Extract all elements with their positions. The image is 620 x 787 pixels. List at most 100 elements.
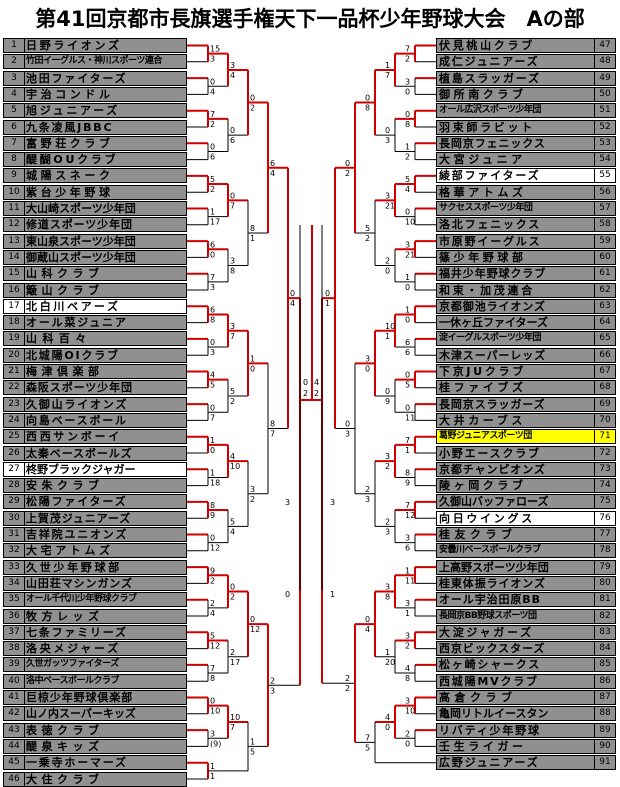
score-label: 3 (330, 498, 335, 507)
score-label: 0 (405, 87, 410, 96)
team-number: 19 (4, 332, 25, 346)
score-label: 11 (405, 413, 415, 422)
team-name: 壬生ライガー (439, 739, 527, 753)
team-number: 51 (594, 104, 615, 118)
score-label: 0 (230, 191, 235, 200)
score-label: 3 (365, 354, 370, 363)
team-name: 洛北フェニックス (439, 218, 542, 232)
score-label: 6 (270, 159, 275, 168)
score-label: 3 (285, 498, 290, 507)
score-label: 9 (385, 397, 390, 406)
score-label: 9 (405, 478, 410, 487)
team-name: 桂東体振ライオンズ (439, 576, 546, 590)
team-name: 大宅アトムズ (26, 544, 114, 558)
score-label: 8 (250, 224, 255, 233)
team-name: 日野ライオンズ (26, 39, 122, 52)
score-label: 2 (405, 152, 410, 161)
team-number: 13 (4, 234, 25, 248)
score-label: 0 (365, 615, 370, 624)
score-label: 2 (210, 120, 215, 129)
score-label: 3 (405, 77, 410, 86)
team-name: 洛中ベースボールクラブ (26, 675, 120, 686)
score-label: 12 (250, 625, 260, 634)
team-number: 21 (4, 365, 25, 378)
score-label: 0 (405, 208, 410, 217)
score-label: 4 (230, 452, 235, 461)
score-label: 3 (365, 495, 370, 504)
team-number: 91 (594, 756, 615, 770)
team-name: 北城陽OIクラブ (26, 348, 120, 362)
team-name: 市原野イーグルス (439, 234, 542, 248)
team-name: 梅津倶楽部 (26, 365, 104, 378)
score-label: 3 (385, 136, 390, 145)
team-name: 淀イーグルスポーツ少年団 (439, 333, 541, 344)
score-label: 8 (270, 420, 275, 429)
score-label: 0 (250, 364, 255, 373)
score-label: 9 (210, 566, 215, 575)
score-label: 3 (385, 191, 390, 200)
score-label: 2 (210, 576, 215, 585)
score-label: 6 (210, 305, 215, 314)
team-number: 5 (4, 104, 25, 118)
score-label: 5 (405, 381, 410, 390)
team-name: 京都チャンピオンズ (439, 462, 546, 476)
team-number: 6 (4, 120, 25, 134)
team-name: 洛央メジャーズ (26, 642, 121, 656)
team-number: 7 (4, 136, 25, 150)
score-label: 4 (230, 71, 235, 80)
score-label: 1 (385, 648, 390, 657)
team-number: 34 (4, 576, 25, 590)
team-name: 醍泉キッズ (26, 739, 104, 753)
team-number: 38 (4, 642, 25, 656)
team-number: 61 (594, 267, 615, 281)
team-number: 48 (594, 55, 615, 69)
score-label: 4 (270, 169, 275, 178)
team-name: 九条凌風JBBC (26, 120, 114, 134)
team-number: 73 (594, 462, 615, 476)
team-number: 39 (4, 658, 25, 672)
team-number: 80 (594, 576, 615, 590)
score-label: 0 (365, 94, 370, 103)
score-label: 1 (405, 305, 410, 314)
score-label: 17 (210, 218, 220, 227)
team-name: 大井カーブス (439, 413, 526, 427)
team-name: 大淀ジャガーズ (439, 625, 534, 639)
team-name: 山田荘マシンガンズ (26, 576, 133, 590)
score-label: 9 (210, 511, 215, 520)
team-name: 安曇川ベースボールクラブ (439, 545, 541, 556)
team-number: 9 (4, 169, 25, 183)
team-number: 24 (4, 413, 25, 427)
team-number: 57 (594, 202, 615, 215)
team-name: 太秦ベースボールズ (26, 446, 133, 460)
team-number: 45 (4, 756, 25, 770)
score-label: 1 (405, 566, 410, 575)
score-label: 2 (250, 104, 255, 113)
team-name: 向島ベースボール (26, 413, 128, 427)
team-name: 久世ガッツファイターズ (26, 659, 119, 670)
team-number: 28 (4, 479, 25, 493)
score-label: 8 (405, 468, 410, 477)
team-name: 大住クラブ (26, 772, 104, 786)
team-number: 75 (594, 495, 615, 509)
score-label: 11 (405, 576, 415, 585)
